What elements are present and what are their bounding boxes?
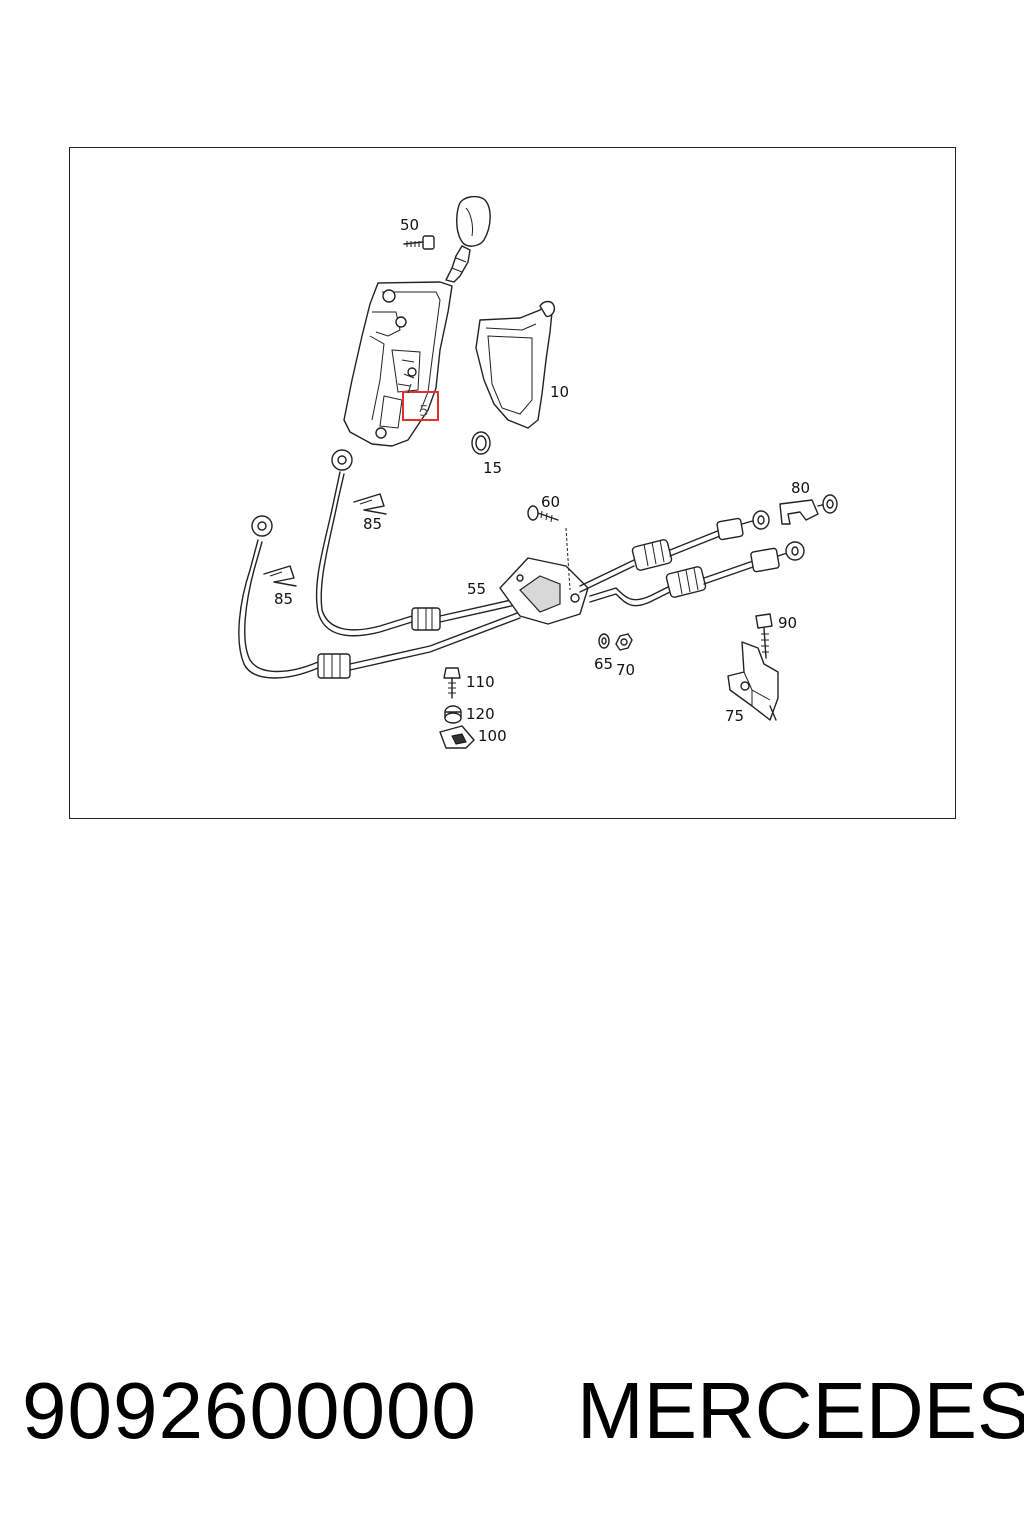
parts-diagram-frame — [69, 147, 956, 819]
callout-120: 120 — [466, 705, 495, 723]
callout-10: 10 — [550, 383, 569, 401]
mounting-bracket-part-75 — [727, 641, 779, 721]
callout-75: 75 — [725, 707, 744, 725]
callout-100: 100 — [478, 727, 507, 745]
bolt-part-110 — [443, 667, 461, 699]
callout-60: 60 — [541, 493, 560, 511]
nut-part-70 — [615, 633, 633, 651]
lower-shift-cable — [238, 515, 521, 679]
spring-clip-part-85-upper — [353, 493, 387, 515]
upper-shift-cable — [315, 449, 521, 637]
callout-65: 65 — [594, 655, 613, 673]
nut-clip-part-100 — [439, 725, 475, 749]
callout-70: 70 — [616, 661, 635, 679]
screw-part-60 — [527, 505, 571, 591]
callout-55: 55 — [467, 580, 486, 598]
part-number: 9092600000 — [22, 1366, 477, 1455]
callout-5-leader — [407, 383, 412, 394]
callout-50: 50 — [400, 216, 419, 234]
parts-diagram: 5 10 15 50 55 60 65 70 75 80 85 85 90 10… — [238, 195, 838, 749]
callout-110: 110 — [466, 673, 495, 691]
bolt-part-90 — [755, 613, 773, 659]
cable-bracket-part-55 — [499, 557, 589, 625]
callout-80: 80 — [791, 479, 810, 497]
bolt-part-50 — [403, 235, 435, 250]
shift-lever-assembly-part — [343, 195, 491, 447]
brand-name: MERCEDES — [577, 1366, 1024, 1455]
callout-15: 15 — [483, 459, 502, 477]
bushing-part-15 — [471, 431, 491, 455]
spring-clip-part-85-lower — [263, 565, 297, 587]
callout-85-upper: 85 — [363, 515, 382, 533]
grommet-part-120 — [444, 705, 462, 724]
callout-85-lower: 85 — [274, 590, 293, 608]
cover-part-10 — [475, 300, 556, 429]
right-cable-runs — [579, 510, 805, 607]
callout-5-highlight-box — [402, 391, 439, 421]
clip-part-80 — [779, 494, 838, 525]
washer-part-65 — [598, 633, 610, 649]
callout-5: 5 — [419, 402, 429, 420]
callout-90: 90 — [778, 614, 797, 632]
